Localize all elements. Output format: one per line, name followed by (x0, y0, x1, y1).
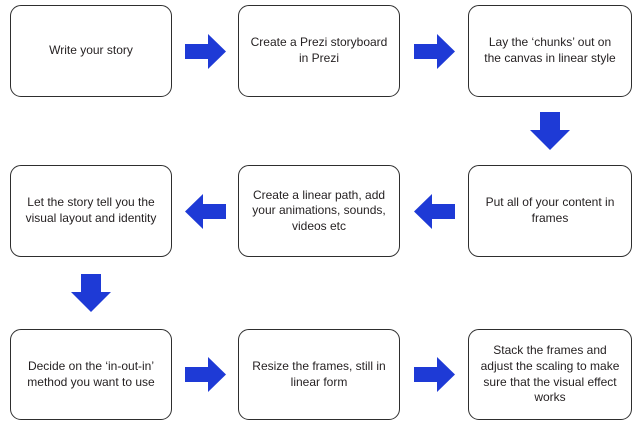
arrow-right-icon (172, 5, 238, 97)
arrow-right-icon (400, 5, 468, 97)
step-create-linear-path: Create a linear path, add your animation… (238, 165, 400, 257)
step-label: Resize the frames, still in linear form (252, 358, 386, 389)
arrow-down-icon (10, 257, 172, 329)
step-label: Create a Prezi storyboard in Prezi (250, 35, 388, 65)
step-label: Let the story tell you the visual layout… (25, 195, 157, 225)
step-label: Create a linear path, add your animation… (252, 187, 386, 233)
arrow-right-icon (400, 329, 468, 420)
arrow-left-icon (172, 165, 238, 257)
step-story-tells-layout: Let the story tell you the visual layout… (10, 165, 172, 257)
step-stack-frames: Stack the frames and adjust the scaling … (468, 329, 632, 420)
step-label: Write your story (49, 43, 133, 58)
flowchart-grid: Write your story Create a Prezi storyboa… (10, 5, 640, 420)
arrow-right-icon (172, 329, 238, 420)
step-label: Put all of your content in frames (485, 195, 615, 225)
step-create-storyboard: Create a Prezi storyboard in Prezi (238, 5, 400, 97)
step-label: Decide on the ‘in-out-in’ method you wan… (27, 358, 155, 389)
step-lay-chunks: Lay the ‘chunks’ out on the canvas in li… (468, 5, 632, 97)
arrow-left-icon (400, 165, 468, 257)
step-resize-frames: Resize the frames, still in linear form (238, 329, 400, 420)
arrow-down-icon (468, 97, 632, 165)
step-label: Lay the ‘chunks’ out on the canvas in li… (484, 35, 616, 65)
step-label: Stack the frames and adjust the scaling … (480, 343, 620, 405)
step-in-out-in-method: Decide on the ‘in-out-in’ method you wan… (10, 329, 172, 420)
step-write-story: Write your story (10, 5, 172, 97)
step-content-in-frames: Put all of your content in frames (468, 165, 632, 257)
